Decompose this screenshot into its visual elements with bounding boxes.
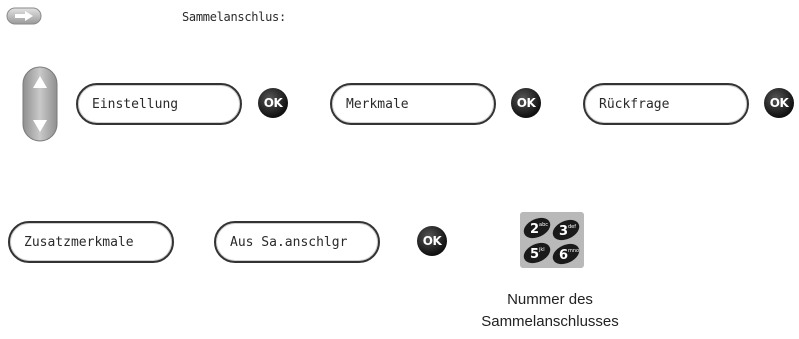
keypad-key-2: 2 abc bbox=[523, 217, 551, 239]
keypad-key-3: 3 def bbox=[552, 219, 580, 241]
ok-button[interactable]: OK bbox=[417, 226, 447, 256]
svg-text:mno: mno bbox=[568, 248, 579, 254]
ok-button[interactable]: OK bbox=[258, 88, 288, 118]
keypad-key-6: 6 mno bbox=[552, 243, 580, 265]
softkey-merkmale[interactable]: Merkmale bbox=[330, 83, 496, 125]
numeric-keypad-icon: 2 abc 3 def 5 jkl 6 mno bbox=[520, 212, 584, 268]
svg-text:5: 5 bbox=[530, 247, 539, 262]
svg-text:def: def bbox=[568, 224, 576, 230]
softkey-einstellung[interactable]: Einstellung bbox=[76, 83, 242, 125]
keypad-key-5: 5 jkl bbox=[523, 242, 551, 264]
ok-button[interactable]: OK bbox=[764, 88, 794, 118]
keypad-caption: Nummer des Sammelanschlusses bbox=[440, 289, 660, 333]
arrow-right-icon bbox=[6, 7, 42, 25]
ok-button[interactable]: OK bbox=[511, 88, 541, 118]
screen-title: Sammelanschlus: bbox=[182, 10, 286, 24]
svg-text:2: 2 bbox=[530, 222, 539, 237]
softkey-rueckfrage[interactable]: Rückfrage bbox=[583, 83, 749, 125]
up-down-navigation-icon[interactable] bbox=[22, 66, 58, 142]
svg-text:6: 6 bbox=[559, 248, 568, 263]
svg-text:abc: abc bbox=[539, 222, 548, 228]
softkey-zusatzmerkmale[interactable]: Zusatzmerkmale bbox=[8, 221, 174, 263]
softkey-aus-sammelanschluss[interactable]: Aus Sa.anschlgr bbox=[214, 221, 380, 263]
caption-line-2: Sammelanschlusses bbox=[481, 313, 619, 330]
caption-line-1: Nummer des bbox=[507, 291, 593, 308]
svg-text:jkl: jkl bbox=[538, 247, 545, 253]
svg-text:3: 3 bbox=[559, 224, 568, 239]
